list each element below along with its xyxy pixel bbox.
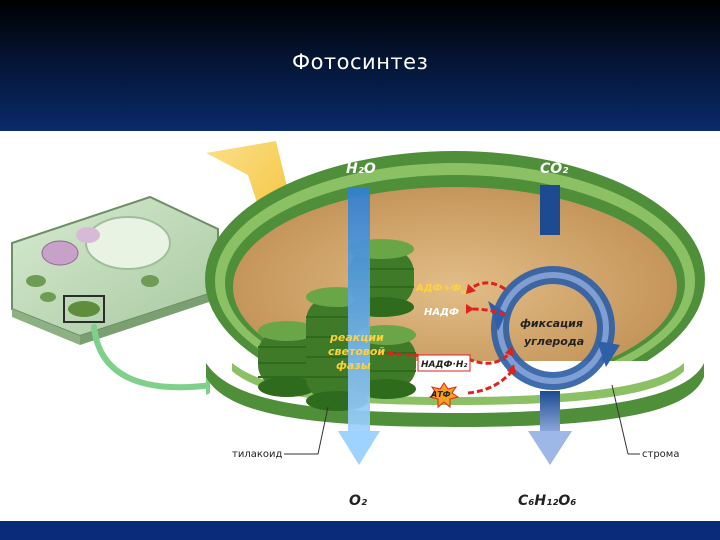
sun-energy-label: энергия Солнца — [206, 183, 256, 212]
slide-title: Фотосинтез — [292, 50, 429, 74]
o2-label: O₂ — [349, 493, 368, 509]
thylakoid-label: тилакоид — [232, 449, 283, 460]
slide-header: Фотосинтез — [0, 0, 720, 131]
stroma-label: строма — [642, 449, 679, 460]
calvin-cycle — [488, 266, 620, 390]
glucose-label: C₆H₁₂O₆ — [518, 493, 576, 509]
adp-label: АДФ+Фн — [415, 283, 466, 296]
h2o-label: H₂O — [346, 161, 376, 177]
thylakoid-leader — [317, 406, 329, 455]
atp-label: АТФ — [430, 390, 451, 399]
diagram-svg: энергия Солнца — [11, 141, 705, 509]
nadph-box — [417, 354, 471, 372]
co2-label: CO₂ — [540, 161, 569, 177]
light-reactions-label: реакции световой фазы — [328, 331, 389, 372]
plant-cell-illustration — [11, 195, 219, 345]
granum-4 — [356, 325, 416, 399]
red-arrow-heads — [466, 284, 516, 375]
nadp-label: НАДФ — [424, 307, 459, 318]
water-arrow — [338, 187, 380, 465]
photosynthesis-diagram: энергия Солнца — [0, 131, 720, 521]
zoom-arrow — [91, 324, 215, 391]
slide-footer — [0, 521, 720, 540]
atp-starburst — [428, 382, 460, 409]
carbon-fixation-label: фиксация углерода — [520, 317, 587, 348]
stroma-leader — [611, 384, 629, 455]
nadph-label: НАДФ·Н₂ — [421, 360, 467, 370]
adp-label-group: АДФ+Фн — [415, 283, 466, 296]
co2-arrow — [528, 185, 572, 465]
